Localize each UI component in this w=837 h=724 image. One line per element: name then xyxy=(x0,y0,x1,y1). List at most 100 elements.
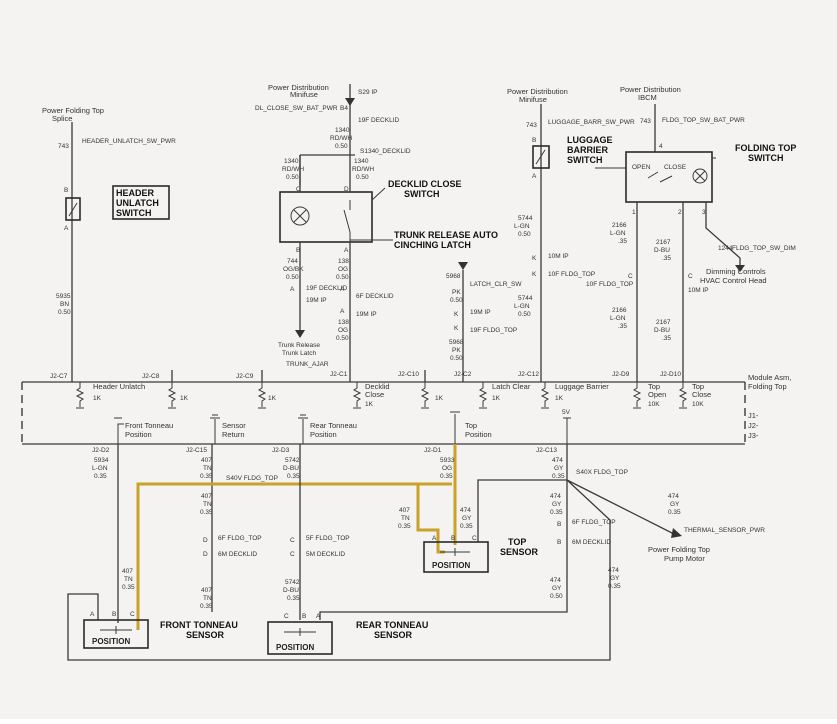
w474a-2: GY xyxy=(554,465,564,472)
pin-b-fts: B xyxy=(112,611,116,618)
w1340a-1: 1340 xyxy=(335,127,350,134)
src-splice-1: Power Folding Top xyxy=(42,106,104,115)
dimming-arrow xyxy=(735,265,745,272)
folding-top-switch-circuit: Power Distribution IBCM 743 FLDG_TOP_SW_… xyxy=(586,85,796,382)
pin-d-fr2: D xyxy=(203,551,208,558)
dev-trunk-2: Trunk Latch xyxy=(282,350,316,357)
w5744a-1: 5744 xyxy=(518,215,533,222)
w474g-2: GY xyxy=(552,585,562,592)
sig-s1340: S1340_DECKLID xyxy=(360,148,411,155)
pin-c-rr2: C xyxy=(290,551,295,558)
sig-fldg-top-bat: FLDG_TOP_SW_BAT_PWR xyxy=(662,117,745,124)
ft-close: CLOSE xyxy=(664,164,687,171)
pin-d-fr1: D xyxy=(203,537,208,544)
module-connector-j1: J1- xyxy=(748,411,759,420)
w407a-2: TN xyxy=(203,465,212,472)
w5742a-2: D-BU xyxy=(283,465,299,472)
input-header-unlatch: Header Unlatch xyxy=(93,382,145,391)
w744-3: 0.50 xyxy=(286,274,299,281)
sig-latch-clr: LATCH_CLR_SW xyxy=(470,281,522,288)
input-sensor-return: Return xyxy=(222,430,245,439)
w1340c-1: 1340 xyxy=(354,158,369,165)
c-6m-decklid: 6M DECKLID xyxy=(218,551,257,558)
pin-c1: J2-C1 xyxy=(330,371,348,378)
w2166a-3: .35 xyxy=(618,238,627,245)
pin-c10: J2-C10 xyxy=(398,371,419,378)
pin-c-ts: C xyxy=(472,535,477,542)
pin-c15: J2-C15 xyxy=(186,447,207,454)
indicator-lamp-icon xyxy=(692,168,708,184)
sensor-circuits: J2-D2 J2-C15 J2-D3 J2-D1 J2-C13 5934 L-G… xyxy=(67,444,765,661)
top-sensor: A B C POSITION TOP SENSOR xyxy=(423,535,539,573)
w5744a-2: L-GN xyxy=(514,223,530,230)
pin-a-lb: A xyxy=(532,173,537,180)
pin-c-rts: C xyxy=(284,613,289,620)
input-top-open-2: Open xyxy=(648,390,666,399)
callout-luggage-2: BARRIER xyxy=(567,145,609,155)
pin-b-lb: B xyxy=(532,137,536,144)
sig-luggage: LUGGAGE_BARR_SW_PWR xyxy=(548,119,635,126)
sig-header-unlatch: HEADER_UNLATCH_SW_PWR xyxy=(82,138,176,145)
w407a-1: 407 xyxy=(201,457,212,464)
callout-decklid-1: DECKLID CLOSE xyxy=(388,179,462,189)
w474c-1: 474 xyxy=(550,493,561,500)
input-latch-clear: Latch Clear xyxy=(492,382,531,391)
c-6f-fldg-2: 6F FLDG_TOP xyxy=(572,519,616,526)
sig-fldg-dim: FLDG_TOP_SW_DIM xyxy=(732,245,796,252)
sig-thermal: THERMAL_SENSOR_PWR xyxy=(684,527,765,534)
pin-d2: J2-D2 xyxy=(92,447,110,454)
input-rear-tonneau: Rear Tonneau xyxy=(310,421,357,430)
decklid-switch-body xyxy=(279,191,373,243)
w474c-2: GY xyxy=(552,501,562,508)
w5934-2: L-GN xyxy=(92,465,108,472)
c-6m-decklid-2: 6M DECKLID xyxy=(572,539,611,546)
w5742b-2: D-BU xyxy=(283,587,299,594)
input-luggage-barrier: Luggage Barrier xyxy=(555,382,609,391)
w474b-3: 0.35 xyxy=(460,523,473,530)
pin-b4: B4 xyxy=(340,105,348,112)
callout-decklid-2: SWITCH xyxy=(404,189,440,199)
w744-2: OG/BK xyxy=(283,266,304,273)
luggage-barrier-circuit: Power Distribution Minifuse 743 LUGGAGE_… xyxy=(507,87,635,382)
pin-d1: J2-D1 xyxy=(424,447,442,454)
callout-luggage-3: SWITCH xyxy=(567,155,603,165)
res-10k-1: 10K xyxy=(648,401,660,408)
vref-5v: 5V xyxy=(562,409,571,416)
module-connector-j2: J2- xyxy=(748,421,759,430)
front-tonneau-position: POSITION xyxy=(92,637,130,646)
pin-c13: J2-C13 xyxy=(536,447,557,454)
dev-trunk-1: Trunk Release xyxy=(278,342,320,349)
top-sensor-body xyxy=(423,541,489,573)
pin-d9: J2-D9 xyxy=(612,371,630,378)
w5742a-1: 5742 xyxy=(285,457,300,464)
input-sensor: Sensor xyxy=(222,421,246,430)
w474d-3: 0.35 xyxy=(608,583,621,590)
c-19m-ip-2: 19M IP xyxy=(356,311,377,318)
callout-header-unlatch-1: HEADER xyxy=(116,188,155,198)
pin-a-dl3: A xyxy=(340,308,345,315)
c-19m-ip-3: 19M IP xyxy=(470,309,491,316)
w1340b-3: 0.50 xyxy=(286,174,299,181)
wire-743-right: 743 xyxy=(640,118,651,125)
pin-c-ft2: C xyxy=(688,273,693,280)
pin-c7: J2-C7 xyxy=(50,373,68,380)
w407d-1: 407 xyxy=(201,587,212,594)
c-19f-decklid: 19F DECKLID xyxy=(358,117,399,124)
callout-front-tonneau-1: FRONT TONNEAU xyxy=(160,620,238,630)
src-ibcm-1: Power Distribution xyxy=(620,85,681,94)
w138a-2: OG xyxy=(338,266,348,273)
w2166b-3: .35 xyxy=(618,323,627,330)
c-19f-decklid-2: 19F DECKLID xyxy=(306,285,347,292)
rear-tonneau-sensor-body xyxy=(267,621,333,655)
pin-d3: J2-D3 xyxy=(272,447,290,454)
input-front-tonneau: Front Tonneau xyxy=(125,421,173,430)
pin-a-dl: A xyxy=(344,247,349,254)
w2166b-1: 2166 xyxy=(612,307,627,314)
src-pdm-right-2: Minifuse xyxy=(519,95,547,104)
pin-a6-l: A xyxy=(290,286,295,293)
pin-a-dl2: A xyxy=(340,286,345,293)
rear-tonneau-position: POSITION xyxy=(276,643,314,652)
decklid-circuit: Power Distribution Minifuse S29 IP DL_CL… xyxy=(255,83,498,382)
c-10m-ip: 10M IP xyxy=(548,253,569,260)
folding-top-switch-body xyxy=(625,151,713,203)
